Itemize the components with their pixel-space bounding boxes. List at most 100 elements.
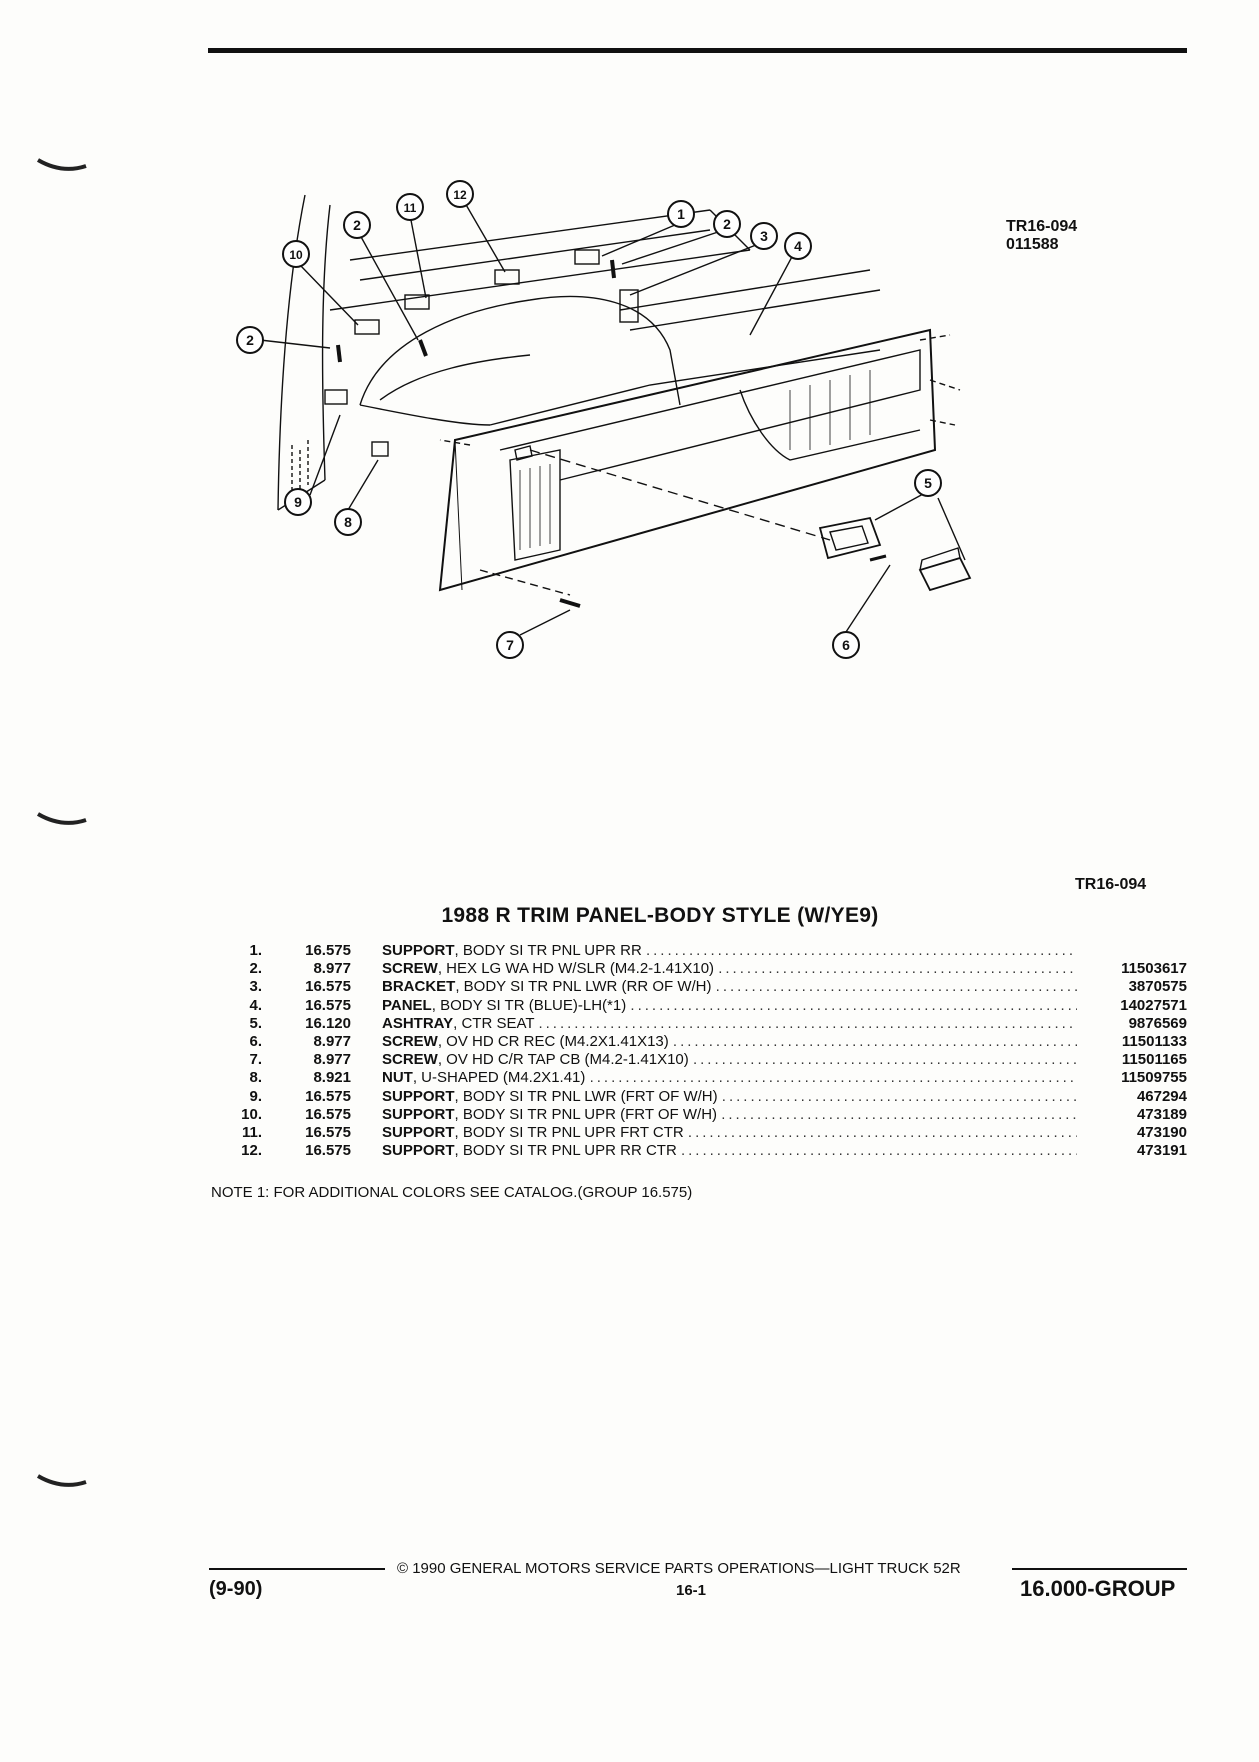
part-number: 11509755 — [1121, 1069, 1187, 1087]
part-description: BRACKET, BODY SI TR PNL LWR (RR OF W/H) … — [382, 978, 1077, 996]
leader-dots: ........................................… — [538, 1014, 1077, 1032]
part-number: 473190 — [1136, 1123, 1187, 1141]
exploded-parts-diagram: 1 2 3 4 5 6 7 8 9 10 2 11 12 2 — [236, 180, 972, 659]
part-index: 11. — [241, 1123, 262, 1141]
part-name: ASHTRAY — [382, 1014, 454, 1032]
footer-rule-right — [1012, 1568, 1187, 1570]
part-name: SUPPORT — [382, 1142, 455, 1160]
callout-4: 4 — [794, 238, 802, 254]
figure-date-code: 011588 — [1006, 236, 1059, 253]
part-detail: , BODY SI TR PNL UPR (FRT OF W/H) — [454, 1105, 718, 1123]
part-row: 2. 8.977 SCREW, HEX LG WA HD W/SLR (M4.2-1… — [232, 960, 1187, 978]
part-index: 6. — [249, 1032, 262, 1050]
part-name: SUPPORT — [382, 1087, 455, 1105]
part-row: 10. 16.575 SUPPORT, BODY SI TR PNL UPR (FR… — [232, 1106, 1187, 1124]
part-name: SUPPORT — [382, 1123, 455, 1141]
part-group-number: 8.921 — [313, 1069, 351, 1087]
leader-dots: ........................................… — [687, 1123, 1077, 1141]
part-name: NUT — [382, 1069, 413, 1087]
footer-copyright: © 1990 GENERAL MOTORS SERVICE PARTS OPER… — [397, 1560, 961, 1577]
part-row: 8. 8.921 NUT, U-SHAPED (M4.2X1.41) .......… — [232, 1069, 1187, 1087]
leader-dots: ........................................… — [721, 1105, 1077, 1123]
callout-2c: 2 — [246, 332, 254, 348]
binder-hole-mark — [36, 812, 87, 825]
part-description: SUPPORT, BODY SI TR PNL UPR FRT CTR ....… — [382, 1124, 1077, 1142]
part-group-number: 16.575 — [305, 942, 351, 959]
part-description: SCREW, HEX LG WA HD W/SLR (M4.2-1.41X10)… — [382, 960, 1077, 978]
part-row: 3. 16.575 BRACKET, BODY SI TR PNL LWR (RR … — [232, 978, 1187, 996]
binder-hole-mark — [36, 1474, 87, 1487]
binder-hole-mark — [36, 158, 87, 171]
part-index: 8. — [249, 1069, 262, 1087]
leader-dots: ........................................… — [589, 1069, 1077, 1087]
callout-11: 11 — [404, 201, 417, 215]
callout-10: 10 — [289, 248, 303, 262]
part-name: SCREW — [382, 960, 438, 978]
part-index: 1. — [249, 942, 262, 959]
part-group-number: 16.575 — [305, 1142, 351, 1160]
part-description: ASHTRAY, CTR SEAT ......................… — [382, 1015, 1077, 1033]
part-detail: , HEX LG WA HD W/SLR (M4.2-1.41X10) — [437, 960, 715, 978]
footer-page-number: 16-1 — [676, 1582, 707, 1599]
part-description: SUPPORT, BODY SI TR PNL UPR (FRT OF W/H)… — [382, 1106, 1077, 1124]
footer-date: (9-90) — [209, 1578, 263, 1600]
part-detail: , BODY SI TR PNL LWR (RR OF W/H) — [455, 978, 712, 996]
figure-caption-code: TR16-094 — [1075, 876, 1147, 893]
footer-rule-left — [209, 1568, 385, 1570]
part-detail: , BODY SI TR PNL UPR FRT CTR — [454, 1123, 684, 1141]
part-index: 3. — [249, 978, 262, 996]
part-group-number: 16.575 — [305, 1087, 351, 1105]
part-row: 7. 8.977 SCREW, OV HD C/R TAP CB (M4.2-1.4… — [232, 1051, 1187, 1069]
part-name: BRACKET — [382, 978, 456, 996]
callout-2: 2 — [723, 216, 731, 232]
part-description: SCREW, OV HD C/R TAP CB (M4.2-1.41X10) .… — [382, 1051, 1077, 1069]
part-group-number: 8.977 — [313, 960, 351, 978]
part-description: SUPPORT, BODY SI TR PNL UPR RR .........… — [382, 942, 1077, 960]
part-name: SUPPORT — [382, 942, 455, 959]
part-index: 7. — [249, 1051, 262, 1069]
part-description: SUPPORT, BODY SI TR PNL LWR (FRT OF W/H)… — [382, 1088, 1077, 1106]
part-detail: , BODY SI TR (BLUE)-LH(*1) — [431, 996, 627, 1014]
callout-3: 3 — [760, 228, 768, 244]
part-group-number: 8.977 — [313, 1051, 351, 1069]
part-description: NUT, U-SHAPED (M4.2X1.41) ..............… — [382, 1069, 1077, 1087]
part-group-number: 8.977 — [313, 1032, 351, 1050]
part-name: SCREW — [382, 1032, 438, 1050]
part-description: PANEL, BODY SI TR (BLUE)-LH(*1) ........… — [382, 997, 1077, 1015]
part-group-number: 16.120 — [305, 1014, 351, 1032]
part-index: 2. — [249, 960, 262, 978]
part-index: 4. — [249, 996, 262, 1014]
part-detail: , OV HD C/R TAP CB (M4.2-1.41X10) — [437, 1051, 689, 1069]
part-group-number: 16.575 — [305, 978, 351, 996]
callout-8: 8 — [344, 514, 352, 530]
part-index: 12. — [241, 1142, 262, 1160]
callout-6: 6 — [842, 637, 850, 653]
part-index: 10. — [241, 1105, 262, 1123]
leader-dots: ........................................… — [672, 1032, 1077, 1050]
part-description: SUPPORT, BODY SI TR PNL UPR RR CTR .....… — [382, 1142, 1077, 1160]
part-row: 4. 16.575 PANEL, BODY SI TR (BLUE)-LH(*1) … — [232, 997, 1187, 1015]
part-detail: , OV HD CR REC (M4.2X1.41X13) — [437, 1032, 669, 1050]
leader-dots: ........................................… — [718, 960, 1077, 978]
leader-dots: ........................................… — [630, 996, 1077, 1014]
part-description: SCREW, OV HD CR REC (M4.2X1.41X13) .....… — [382, 1033, 1077, 1051]
part-row: 9. 16.575 SUPPORT, BODY SI TR PNL LWR (FRT… — [232, 1088, 1187, 1106]
part-name: SUPPORT — [382, 1105, 455, 1123]
part-number: 11501133 — [1121, 1032, 1187, 1050]
top-rule — [208, 48, 1187, 53]
leader-dots: ........................................… — [645, 942, 1077, 959]
part-number: 14027571 — [1120, 996, 1187, 1014]
part-detail: , BODY SI TR PNL LWR (FRT OF W/H) — [454, 1087, 718, 1105]
part-index: 9. — [249, 1087, 262, 1105]
part-name: SCREW — [382, 1051, 438, 1069]
part-detail: , CTR SEAT — [453, 1014, 535, 1032]
part-group-number: 16.575 — [305, 1105, 351, 1123]
part-row: 1. 16.575 SUPPORT, BODY SI TR PNL UPR RR .… — [232, 942, 1187, 960]
leader-dots: ........................................… — [715, 978, 1077, 996]
callout-12: 12 — [453, 188, 467, 202]
part-detail: , BODY SI TR PNL UPR RR — [454, 942, 642, 959]
part-group-number: 16.575 — [305, 996, 351, 1014]
part-row: 6. 8.977 SCREW, OV HD CR REC (M4.2X1.41X13… — [232, 1033, 1187, 1051]
